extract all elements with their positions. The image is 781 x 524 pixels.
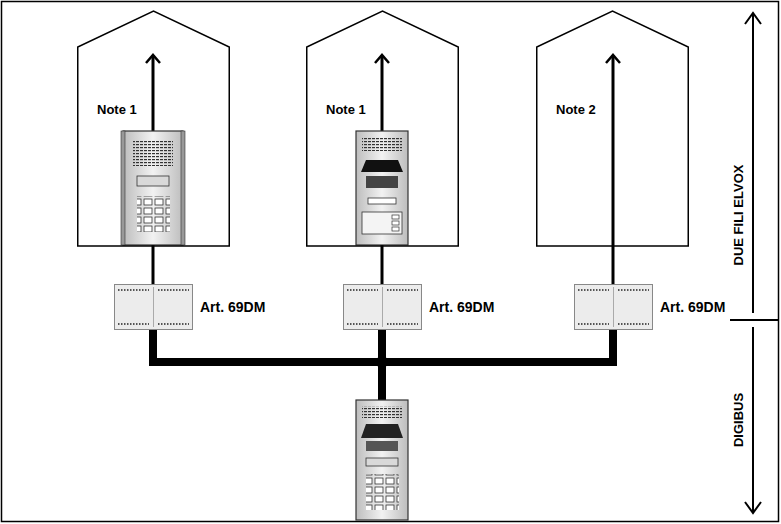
house-shape xyxy=(77,10,230,247)
terminal-row xyxy=(347,289,378,291)
terminal-row xyxy=(347,323,378,325)
terminal-row xyxy=(118,289,149,291)
zone-arrowhead xyxy=(745,502,761,513)
panel-body xyxy=(123,131,183,245)
note-label: Note 1 xyxy=(326,102,479,117)
distributor-module: Art. 69DM xyxy=(574,284,725,330)
terminal-row xyxy=(618,323,649,325)
module-row: Art. 69DM xyxy=(114,284,265,330)
house-outline xyxy=(78,11,230,246)
keypad xyxy=(137,196,170,232)
building-outline: Note 2 xyxy=(536,10,689,247)
article-label: Art. 69DM xyxy=(653,299,725,315)
module-icon xyxy=(114,284,193,330)
call-button xyxy=(392,221,399,225)
article-label: Art. 69DM xyxy=(422,299,494,315)
camera-window xyxy=(366,441,398,451)
module-divider xyxy=(382,287,383,327)
terminal-row xyxy=(158,323,189,325)
module-divider xyxy=(153,287,154,327)
display xyxy=(366,458,398,466)
terminal-row xyxy=(618,289,649,291)
call-button xyxy=(392,215,399,219)
zone-arrowhead xyxy=(745,13,761,24)
panel-body xyxy=(356,400,408,520)
zone-label: DIGIBUS xyxy=(731,393,746,447)
distributor-module: Art. 69DM xyxy=(343,284,494,330)
module-body xyxy=(115,285,193,330)
module-divider xyxy=(613,287,614,327)
article-label: Art. 69DM xyxy=(193,299,265,315)
door-station xyxy=(356,400,408,520)
terminal-row xyxy=(578,323,609,325)
camera-hood xyxy=(361,424,403,438)
module-body xyxy=(344,285,422,330)
module-icon xyxy=(343,284,422,330)
keypad xyxy=(366,474,399,510)
display xyxy=(137,176,169,186)
house-shape xyxy=(306,10,459,247)
zone-divider xyxy=(730,319,779,321)
house-shape xyxy=(536,10,689,247)
door-station xyxy=(121,131,185,245)
call-button xyxy=(392,227,399,231)
zone-arrow xyxy=(752,327,754,512)
bus-junction xyxy=(376,356,388,368)
bus-line xyxy=(382,330,613,362)
module-icon xyxy=(574,284,653,330)
house-outline xyxy=(307,11,459,246)
zone-arrow xyxy=(752,14,754,313)
terminal-row xyxy=(387,289,418,291)
building-outline: Note 1 xyxy=(77,10,230,247)
terminal-row xyxy=(578,289,609,291)
riser-line xyxy=(612,55,615,284)
note-label: Note 1 xyxy=(97,102,250,117)
module-row: Art. 69DM xyxy=(343,284,494,330)
terminal-row xyxy=(387,323,418,325)
bus-line xyxy=(153,330,382,362)
button-block xyxy=(362,212,402,234)
door-station xyxy=(356,131,408,245)
module-row: Art. 69DM xyxy=(574,284,725,330)
terminal-row xyxy=(118,323,149,325)
building-outline: Note 1 xyxy=(306,10,459,247)
terminal-row xyxy=(158,289,189,291)
speaker-grille xyxy=(133,140,173,166)
speaker-grille xyxy=(362,406,402,418)
module-body xyxy=(575,285,653,330)
camera-hood xyxy=(361,160,403,172)
panel-edge xyxy=(181,131,185,245)
camera-window xyxy=(366,176,398,188)
speaker-grille xyxy=(362,137,402,151)
note-label: Note 2 xyxy=(556,102,709,117)
zone-label: DUE FILI ELVOX xyxy=(731,165,746,266)
panel-body xyxy=(356,131,408,245)
distributor-module: Art. 69DM xyxy=(114,284,265,330)
name-plate xyxy=(368,198,396,204)
panel-edge xyxy=(121,131,125,245)
house-outline xyxy=(537,11,689,246)
